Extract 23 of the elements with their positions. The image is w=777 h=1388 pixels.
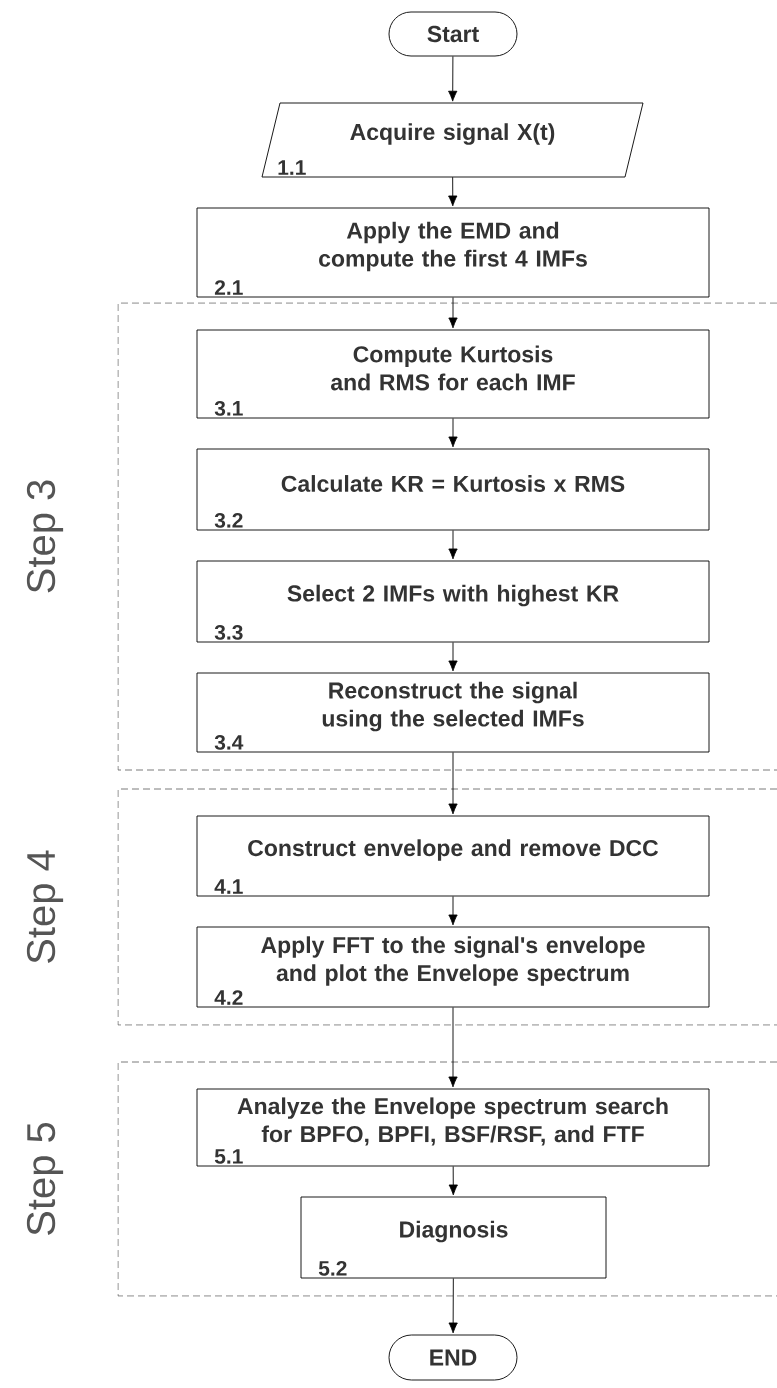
arrow [448, 1007, 458, 1088]
arrow [448, 530, 458, 560]
arrow [448, 418, 458, 448]
process-box: Select 2 IMFs with highest KR 3.3 [196, 560, 710, 643]
process-box: Apply FFT to the signal's envelope and plot the Envelope spectrum 4.2 [196, 926, 710, 1008]
terminal-box: Start [388, 11, 518, 57]
arrow [448, 56, 458, 102]
input-parallelogram: Acquire signal X(t) 1.1 [261, 102, 644, 178]
process-box: Analyze the Envelope spectrum search for BPFO, BPFI, BSF/RSF, and FTF 5.1 [196, 1088, 710, 1167]
process-box: Reconstruct the signal using the selected IMFs 3.4 [196, 672, 710, 753]
arrow [448, 1166, 458, 1196]
arrow [448, 896, 458, 926]
arrow [448, 642, 458, 672]
process-box: Apply the EMD and compute the first 4 IMFs 2.1 [196, 207, 710, 298]
process-box: Calculate KR = Kurtosis x RMS 3.2 [196, 448, 710, 531]
arrow [448, 752, 458, 815]
process-box: Compute Kurtosis and RMS for each IMF 3.1 [196, 329, 710, 419]
process-box: Diagnosis 5.2 [300, 1196, 607, 1279]
arrow [448, 176, 458, 207]
arrow [448, 1278, 458, 1334]
process-box: Construct envelope and remove DCC 4.1 [196, 815, 710, 897]
terminal-box: END [388, 1334, 518, 1381]
arrow [448, 297, 458, 329]
